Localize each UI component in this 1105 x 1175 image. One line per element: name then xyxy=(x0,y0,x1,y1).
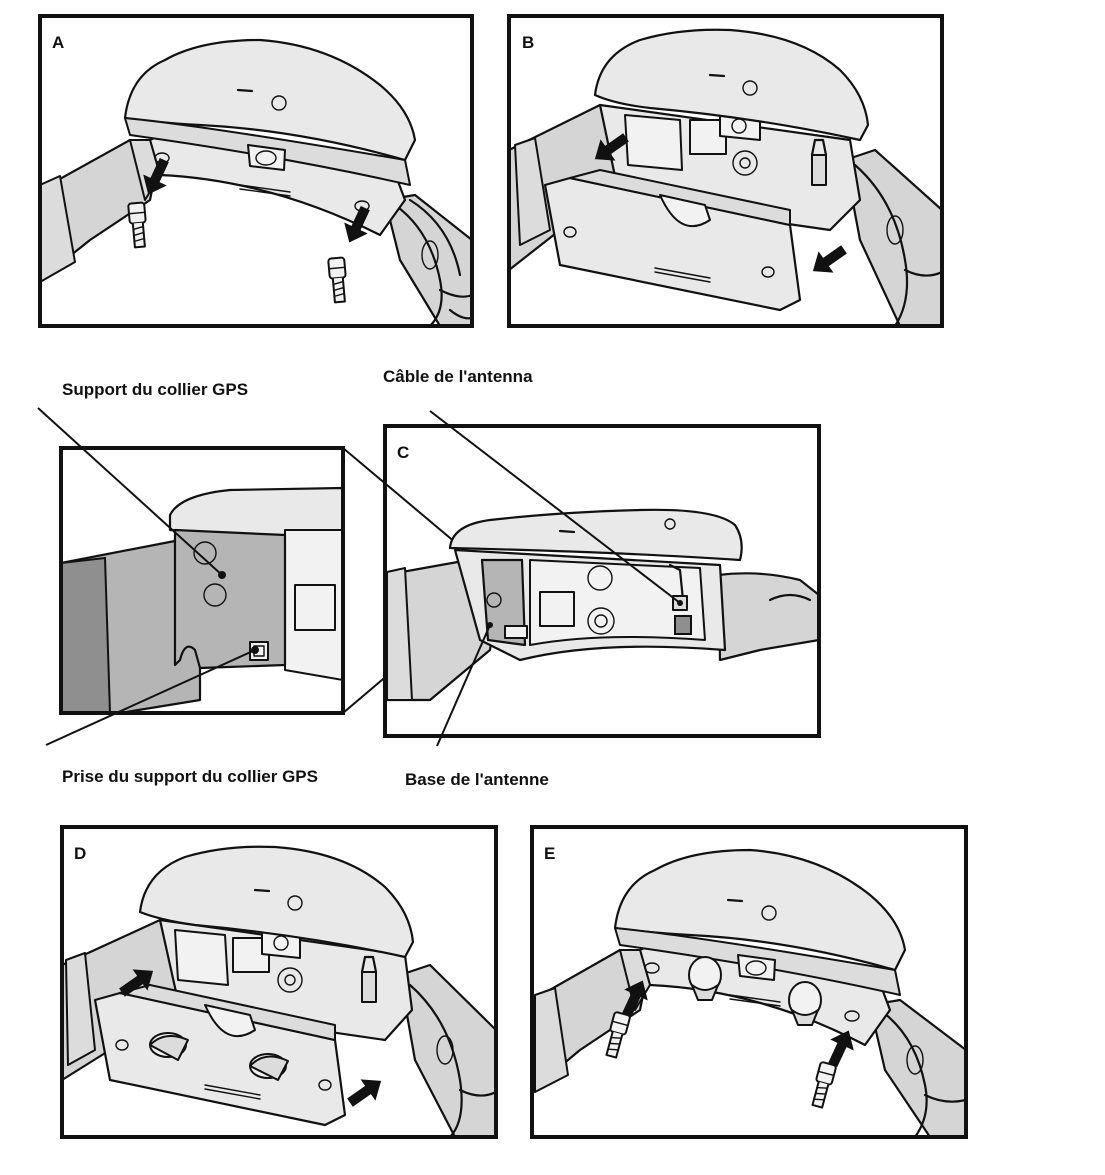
leader-antenna-base xyxy=(436,624,491,747)
zoom-inset xyxy=(59,446,501,715)
panel-b-frame xyxy=(507,14,944,328)
panel-a-label: A xyxy=(52,33,64,52)
leader-antenna-cable xyxy=(429,410,681,604)
panel-e-label: E xyxy=(544,844,555,863)
callout-gps-mount-socket: Prise du support du collier GPS xyxy=(62,767,318,786)
callout-antenna-base: Base de l'antenne xyxy=(405,770,549,789)
panel-b-label: B xyxy=(522,33,534,52)
panel-d-label: D xyxy=(74,844,86,863)
panel-c-label: C xyxy=(397,443,409,462)
callouts: Support du collier GPS Câble de l'antenn… xyxy=(37,367,681,789)
panel-e-frame xyxy=(530,825,968,1139)
panel-e: E xyxy=(530,825,968,1139)
leader-gps-mount-socket xyxy=(45,649,256,746)
panel-c: C xyxy=(383,424,821,738)
zoom-inset-frame xyxy=(59,446,345,715)
callout-antenna-cable: Câble de l'antenna xyxy=(383,367,533,386)
panel-a: A xyxy=(38,14,474,328)
panel-a-frame xyxy=(38,14,474,328)
callout-gps-collar-mount: Support du collier GPS xyxy=(62,380,248,399)
panel-b: B xyxy=(507,14,944,328)
panel-c-frame xyxy=(383,424,821,738)
panel-d-frame xyxy=(60,825,498,1139)
leader-gps-collar-mount xyxy=(37,407,223,576)
panel-d: D xyxy=(60,825,498,1139)
